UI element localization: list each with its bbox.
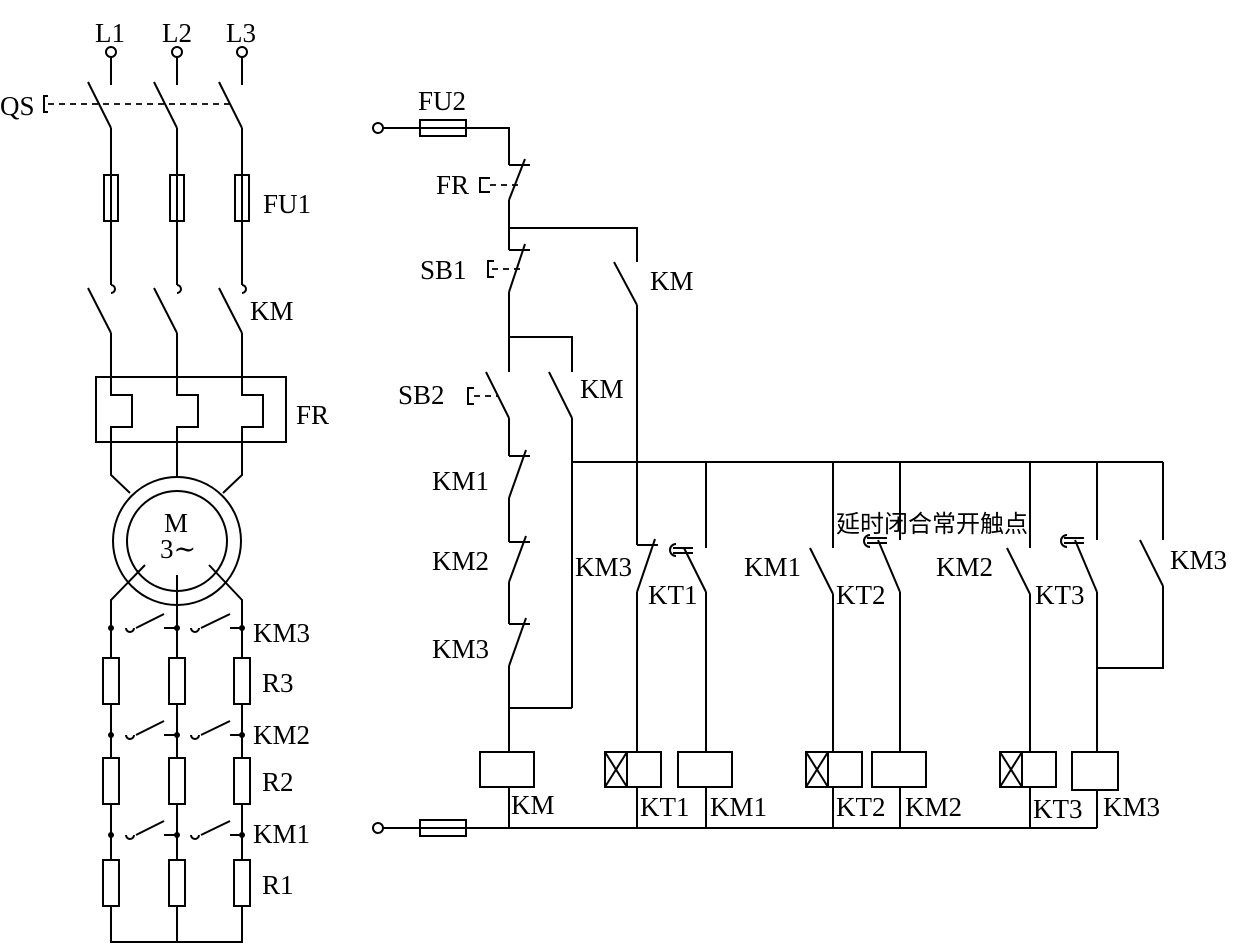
label-coil-KM2: KM2 xyxy=(905,792,962,822)
label-KM1-aux: KM1 xyxy=(744,552,801,582)
control-circuit: FU2 FR SB1 KM xyxy=(372,86,1227,837)
label-R1: R1 xyxy=(262,870,294,900)
label-KM1-rotor: KM1 xyxy=(253,819,310,849)
terminal-control-bottom xyxy=(372,822,384,834)
label-KM1-nc: KM1 xyxy=(432,466,489,496)
label-KT3-contact: KT3 xyxy=(1035,580,1085,610)
km-start-contact: KM xyxy=(548,371,624,419)
kt1-delay-contact: KT1 xyxy=(648,540,707,610)
r2-resistors: R2 xyxy=(102,757,294,805)
label-R2: R2 xyxy=(262,767,294,797)
kt2-delay-contact: KT2 xyxy=(836,534,901,610)
label-coil-KM: KM xyxy=(511,790,555,820)
coil-KM: KM xyxy=(479,751,555,828)
km2-no-aux-contact: KM2 xyxy=(936,547,1031,595)
km3-nc-aux-contact: KM3 xyxy=(575,538,658,593)
label-coil-KM3: KM3 xyxy=(1103,792,1160,822)
label-FR-ctrl: FR xyxy=(436,170,469,200)
r1-resistors: R1 xyxy=(102,859,294,907)
km2-nc-interlock: KM2 xyxy=(432,535,530,583)
label-KM3-nc: KM3 xyxy=(432,634,489,664)
fr-nc-contact: FR xyxy=(436,158,530,201)
sb2-start-button: SB2 xyxy=(398,371,510,419)
label-coil-KT1: KT1 xyxy=(640,792,690,822)
label-KT2-contact: KT2 xyxy=(836,580,886,610)
fr-thermal-relay: FR xyxy=(95,376,329,443)
km-hold-contact: KM xyxy=(613,261,694,306)
label-L1: L1 xyxy=(95,18,125,48)
label-R3: R3 xyxy=(262,668,294,698)
km-main-contacts: KM xyxy=(87,284,294,334)
coil-KT3: KT3 xyxy=(999,751,1083,828)
coil-KT2: KT2 xyxy=(805,751,886,828)
label-QS: QS xyxy=(0,91,35,121)
label-FR-main: FR xyxy=(296,400,329,430)
label-L3: L3 xyxy=(226,18,256,48)
label-KM2-aux: KM2 xyxy=(936,552,993,582)
km1-no-aux-contact: KM1 xyxy=(744,547,834,595)
label-SB2: SB2 xyxy=(398,380,445,410)
label-motor-M: M xyxy=(164,508,188,538)
main-power-circuit: L1 L2 L3 QS FU1 xyxy=(0,18,329,943)
coil-KM3: KM3 xyxy=(1071,751,1160,828)
sb1-stop-button: SB1 xyxy=(420,243,530,293)
label-delay-note: 延时闭合常开触点 xyxy=(836,510,1028,538)
km1-rotor-contacts: KM1 xyxy=(108,819,310,849)
fu1-fuses: FU1 xyxy=(103,174,311,222)
km3-nc-interlock: KM3 xyxy=(432,617,530,667)
coil-KT1: KT1 xyxy=(604,751,690,828)
r3-resistors: R3 xyxy=(102,657,294,705)
label-KM3-hold: KM3 xyxy=(1170,545,1227,575)
label-coil-KT2: KT2 xyxy=(836,792,886,822)
label-coil-KT3: KT3 xyxy=(1033,794,1083,824)
terminal-L2 xyxy=(171,46,183,58)
label-KM3-aux: KM3 xyxy=(575,552,632,582)
km3-rotor-contacts: KM3 xyxy=(108,613,310,648)
label-L2: L2 xyxy=(162,18,192,48)
kt3-delay-contact: KT3 xyxy=(1035,534,1098,610)
terminal-control-top xyxy=(372,122,384,134)
label-KM-start: KM xyxy=(580,374,624,404)
label-SB1: SB1 xyxy=(420,255,467,285)
label-KM-main: KM xyxy=(250,296,294,326)
label-FU2: FU2 xyxy=(418,86,466,116)
label-KM-hold: KM xyxy=(650,266,694,296)
label-KM2-nc: KM2 xyxy=(432,546,489,576)
km2-rotor-contacts: KM2 xyxy=(108,720,310,750)
coil-KM1: KM1 xyxy=(677,751,767,828)
terminal-L3 xyxy=(236,46,248,58)
label-KM3-rotor: KM3 xyxy=(253,618,310,648)
label-motor-3: 3∼ xyxy=(160,534,196,564)
km1-nc-interlock: KM1 xyxy=(432,449,530,499)
label-KM2-rotor: KM2 xyxy=(253,720,310,750)
label-coil-KM1: KM1 xyxy=(710,792,767,822)
qs-switch: QS xyxy=(0,81,243,129)
terminal-L1 xyxy=(105,46,117,58)
label-KT1-contact: KT1 xyxy=(648,580,698,610)
km3-hold-contact: KM3 xyxy=(1139,539,1227,587)
coil-KM2: KM2 xyxy=(871,751,962,828)
label-FU1: FU1 xyxy=(263,189,311,219)
